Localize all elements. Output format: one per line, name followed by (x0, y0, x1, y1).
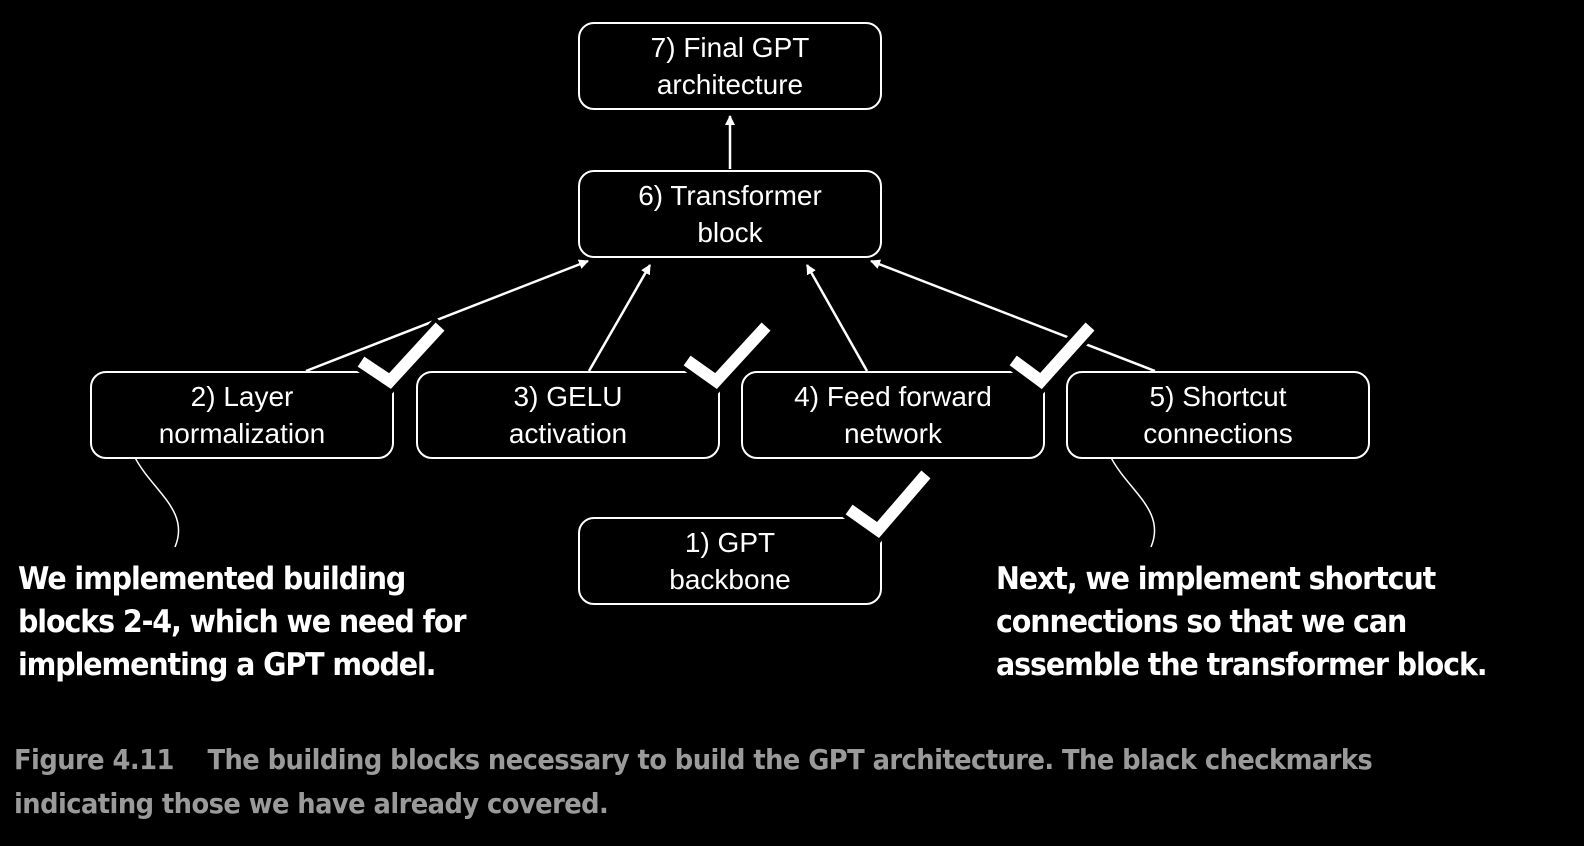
callout-next-shortcut: Next, we implement shortcut connections … (996, 558, 1488, 687)
callout-line: assemble the transformer block. (996, 647, 1488, 683)
checkmark-icon (1004, 316, 1101, 395)
node-label-line: backbone (669, 564, 791, 595)
callout-implemented-blocks: We implemented building blocks 2-4, whic… (18, 558, 467, 687)
final-gpt-architecture-node: 7) Final GPT architecture (578, 22, 882, 110)
gelu-activation-node: 3) GELU activation (416, 371, 720, 459)
node-label-line: 5) Shortcut (1149, 381, 1287, 412)
node-label-line: 7) Final GPT (650, 32, 810, 63)
checkmark-icon (678, 316, 777, 395)
feed-forward-network-node: 4) Feed forward network (741, 371, 1045, 459)
node-label-line: block (697, 217, 763, 248)
caption-text: indicating those we have already covered… (14, 787, 609, 820)
callout-line: Next, we implement shortcut (996, 561, 1436, 597)
callout-line: blocks 2-4, which we need for (18, 604, 467, 640)
figure-caption: Figure 4.11 The building blocks necessar… (14, 738, 1373, 826)
caption-label: Figure 4.11 (14, 743, 174, 776)
arrow-feedforward-to-transformer (805, 264, 869, 372)
layer-normalization-node: 2) Layer normalization (90, 371, 394, 459)
node-label-line: activation (508, 418, 628, 449)
node-label-line: architecture (656, 69, 804, 100)
arrow-shortcut-to-transformer (870, 259, 1156, 373)
node-label-line: normalization (158, 418, 326, 449)
callout-line: We implemented building (18, 561, 406, 597)
node-label-line: connections (1143, 418, 1293, 449)
arrow-gelu-to-transformer (587, 264, 652, 372)
transformer-block-node: 6) Transformer block (578, 170, 882, 258)
shortcut-connections-node: 5) Shortcut connections (1066, 371, 1370, 459)
checkmark-icon (352, 316, 451, 395)
caption-text: The building blocks necessary to build t… (207, 743, 1373, 776)
node-label-line: 2) Layer (190, 381, 294, 412)
callout-line: connections so that we can (996, 604, 1407, 640)
gpt-backbone-node: 1) GPT backbone (578, 517, 882, 605)
node-label-line: 4) Feed forward (794, 381, 992, 412)
checkmark-icon (840, 464, 937, 544)
node-label-line: 6) Transformer (638, 180, 822, 211)
arrow-layernorm-to-transformer (305, 259, 589, 373)
callout-line: implementing a GPT model. (18, 647, 437, 683)
node-label-line: network (843, 418, 943, 449)
node-label-line: 1) GPT (684, 527, 776, 558)
node-label-line: 3) GELU (513, 381, 623, 412)
